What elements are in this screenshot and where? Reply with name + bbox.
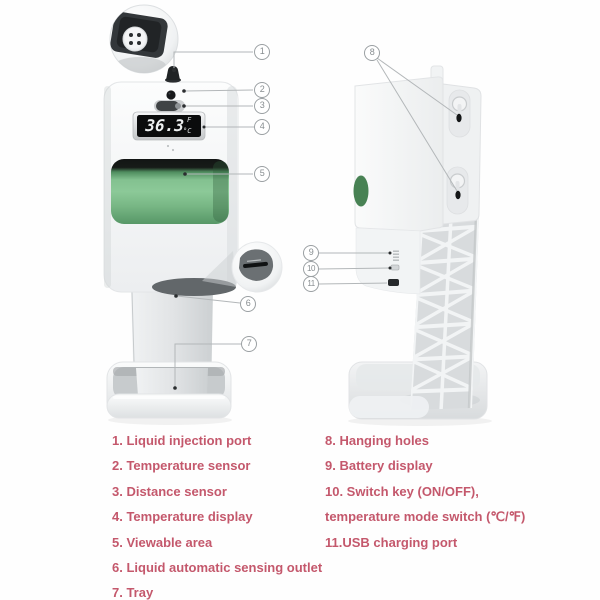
power-mode-switch bbox=[390, 264, 400, 271]
outlet-inset bbox=[231, 241, 283, 293]
legend-left-column: 1. Liquid injection port 2. Temperature … bbox=[112, 428, 322, 600]
callout-11: 11 bbox=[303, 276, 319, 292]
callout-1: 1 bbox=[254, 44, 270, 60]
legend-item-6: 6. Liquid automatic sensing outlet bbox=[112, 559, 323, 575]
legend-item-10b: temperature mode switch (℃/℉) bbox=[325, 509, 526, 525]
tray bbox=[106, 361, 232, 419]
callout-3: 3 bbox=[254, 98, 270, 114]
legend-item-1: 1. Liquid injection port bbox=[112, 433, 252, 448]
callout-7: 7 bbox=[241, 336, 257, 352]
legend-item-5: 5. Viewable area bbox=[112, 534, 213, 550]
truss-column bbox=[349, 216, 479, 418]
legend-item-11: 11.USB charging port bbox=[325, 534, 458, 550]
back-view bbox=[348, 65, 488, 420]
window-side-edge bbox=[353, 175, 369, 207]
legend-item-3: 3. Distance sensor bbox=[112, 483, 227, 499]
callout-5: 5 bbox=[254, 166, 270, 182]
front-view bbox=[103, 4, 283, 419]
temperature-sensor bbox=[166, 90, 176, 100]
back-body-lower bbox=[355, 227, 421, 295]
fahrenheit-unit-label: F bbox=[187, 116, 192, 124]
pole-in-tray bbox=[136, 368, 208, 396]
legend-item-2: 2. Temperature sensor bbox=[112, 458, 251, 474]
legend-item-9: 9. Battery display bbox=[325, 458, 433, 474]
callout-2: 2 bbox=[254, 82, 270, 98]
distance-sensor bbox=[154, 100, 185, 112]
callout-4: 4 bbox=[254, 119, 270, 135]
sensing-outlet-slot bbox=[243, 261, 268, 269]
temperature-display-value: 36.3 bbox=[144, 116, 185, 135]
callout-8: 8 bbox=[364, 45, 380, 61]
legend-right-column: 8. Hanging holes 9. Battery display 10. … bbox=[325, 428, 525, 555]
usb-port bbox=[388, 279, 399, 286]
callout-9: 9 bbox=[303, 245, 319, 261]
legend-item-10: 10. Switch key (ON/OFF), bbox=[325, 483, 479, 499]
viewable-window bbox=[111, 159, 229, 224]
leader-lines bbox=[173, 51, 458, 387]
injection-port-knob bbox=[165, 66, 181, 83]
hanging-hole-upper bbox=[448, 89, 471, 138]
legend-item-7: 7. Tray bbox=[112, 585, 154, 600]
hanging-hole-lower bbox=[446, 166, 469, 215]
hanging-plate bbox=[442, 83, 482, 225]
injection-port-inset bbox=[109, 4, 179, 74]
battery-indicator bbox=[393, 250, 399, 261]
celsius-unit-label: °C bbox=[183, 127, 192, 135]
back-body bbox=[354, 76, 444, 232]
leader-dots bbox=[172, 68, 392, 390]
callout-6: 6 bbox=[240, 296, 256, 312]
legend-item-8: 8. Hanging holes bbox=[325, 433, 430, 448]
magnifier-beam bbox=[202, 251, 236, 287]
callout-10: 10 bbox=[303, 261, 319, 277]
legend-item-4: 4. Temperature display bbox=[112, 509, 253, 525]
